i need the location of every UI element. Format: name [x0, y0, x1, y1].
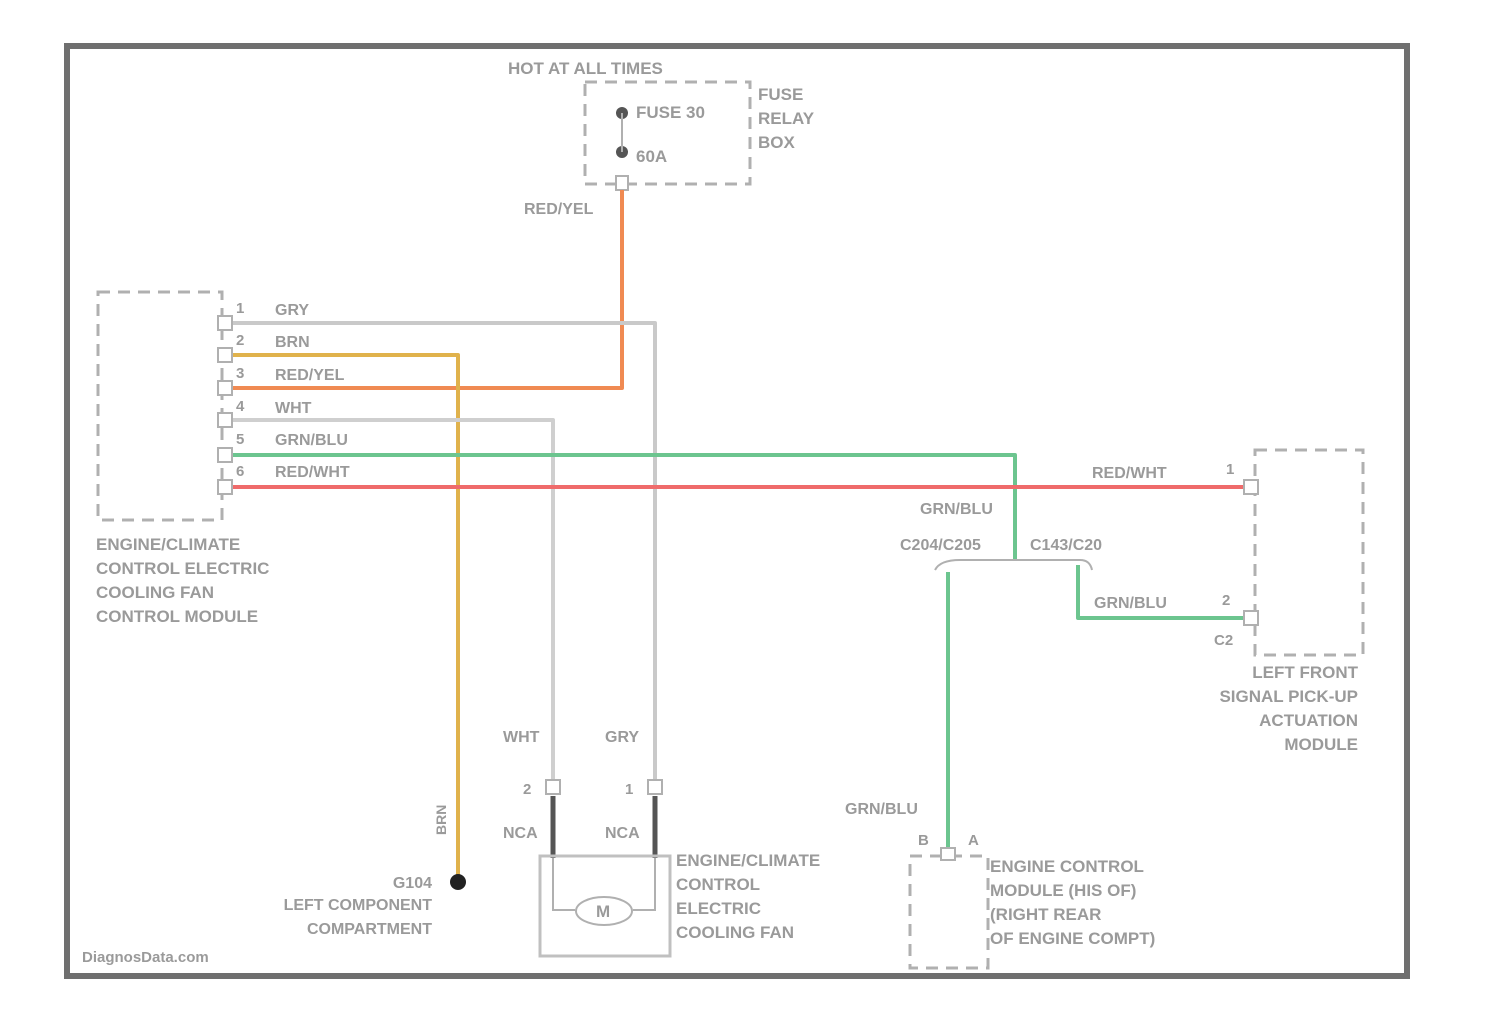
ground-g104: BRN G104 LEFT COMPONENT COMPARTMENT	[284, 805, 466, 938]
motor-pin-2: 2	[523, 781, 531, 798]
fan-motor-line-3: ELECTRIC	[676, 899, 761, 918]
watermark: DiagnosData.com	[82, 949, 209, 966]
connector-right-label: C143/C20	[1030, 537, 1102, 554]
signal-module-line-3: ACTUATION	[1259, 711, 1358, 730]
signal-module-line-4: MODULE	[1284, 735, 1358, 754]
fuse-box-name-2: RELAY	[758, 109, 815, 128]
right-pin-2: 2	[1222, 592, 1230, 609]
fan-module-line-4: CONTROL MODULE	[96, 607, 258, 626]
grn-blu-bottom-label: GRN/BLU	[845, 801, 918, 818]
pin-5-wire-label: GRN/BLU	[275, 432, 348, 449]
ground-location-2: COMPARTMENT	[307, 921, 432, 938]
pin-2-number: 2	[236, 332, 244, 349]
ecm-pin-b: B	[918, 832, 929, 849]
motor-nca-left: NCA	[503, 825, 538, 842]
engine-control-module: GRN/BLU B A ENGINE CONTROL MODULE (HIS O…	[845, 801, 1155, 968]
motor-symbol: M	[596, 902, 610, 921]
fan-motor-line-4: COOLING FAN	[676, 923, 794, 942]
motor-nca-right: NCA	[605, 825, 640, 842]
motor-pin-1: 1	[625, 781, 633, 798]
fan-module-line-3: COOLING FAN	[96, 583, 214, 602]
pin-4-wire-label: WHT	[275, 400, 312, 417]
fuse-number: FUSE 30	[636, 103, 705, 122]
fuse-relay-box: HOT AT ALL TIMES FUSE 30 60A FUSE RELAY …	[508, 59, 815, 190]
connector-split	[935, 560, 1092, 570]
red-yel-top-label: RED/YEL	[524, 201, 594, 218]
grn-blu-mid-label: GRN/BLU	[920, 501, 993, 518]
signal-module-line-2: SIGNAL PICK-UP	[1219, 687, 1358, 706]
wire-red-yel	[230, 190, 622, 388]
fan-control-module: 1 2 3 4 5 6 GRY BRN RED/YEL WHT GRN/BLU …	[96, 292, 350, 626]
ecm-line-2: MODULE (HIS OF)	[990, 881, 1136, 900]
right-connector: C2	[1214, 632, 1233, 649]
pin-5-number: 5	[236, 431, 244, 448]
signal-module-line-1: LEFT FRONT	[1252, 663, 1358, 682]
ground-point	[450, 874, 466, 890]
red-wht-right-label: RED/WHT	[1092, 465, 1167, 482]
fuse-box-name-3: BOX	[758, 133, 796, 152]
pin-1-number: 1	[236, 300, 244, 317]
fuse-box-name-1: FUSE	[758, 85, 803, 104]
pin-6-number: 6	[236, 463, 244, 480]
connector-left-label: C204/C205	[900, 537, 981, 554]
ecm-line-1: ENGINE CONTROL	[990, 857, 1144, 876]
ecm-line-3: (RIGHT REAR	[990, 905, 1101, 924]
pin-3-number: 3	[236, 365, 244, 382]
signal-pickup-module: 1 2 C2 LEFT FRONT SIGNAL PICK-UP ACTUATI…	[1214, 450, 1363, 754]
pin-3-wire-label: RED/YEL	[275, 367, 345, 384]
pin-2-wire-label: BRN	[275, 334, 310, 351]
fuse-rating: 60A	[636, 147, 667, 166]
fan-module-line-2: CONTROL ELECTRIC	[96, 559, 269, 578]
ground-id: G104	[393, 875, 432, 892]
fan-module-line-1: ENGINE/CLIMATE	[96, 535, 240, 554]
pin-4-number: 4	[236, 398, 245, 415]
brn-vertical-label: BRN	[433, 805, 449, 835]
grn-blu-right-label: GRN/BLU	[1094, 595, 1167, 612]
right-pin-1: 1	[1226, 461, 1234, 478]
hot-at-all-times-label: HOT AT ALL TIMES	[508, 59, 663, 78]
fan-motor-line-1: ENGINE/CLIMATE	[676, 851, 820, 870]
pin-1-wire-label: GRY	[275, 302, 309, 319]
pin-6-wire-label: RED/WHT	[275, 464, 350, 481]
wire-gry	[230, 323, 655, 780]
ground-location-1: LEFT COMPONENT	[284, 897, 433, 914]
ecm-line-4: OF ENGINE COMPT)	[990, 929, 1155, 948]
motor-wht-label: WHT	[503, 729, 540, 746]
cooling-fan-motor: WHT GRY 2 1 NCA NCA M ENGINE/CLIMATE CON…	[503, 729, 820, 956]
motor-gry-label: GRY	[605, 729, 639, 746]
ecm-pin-a: A	[968, 832, 979, 849]
wires	[230, 190, 1248, 880]
fan-motor-line-2: CONTROL	[676, 875, 760, 894]
